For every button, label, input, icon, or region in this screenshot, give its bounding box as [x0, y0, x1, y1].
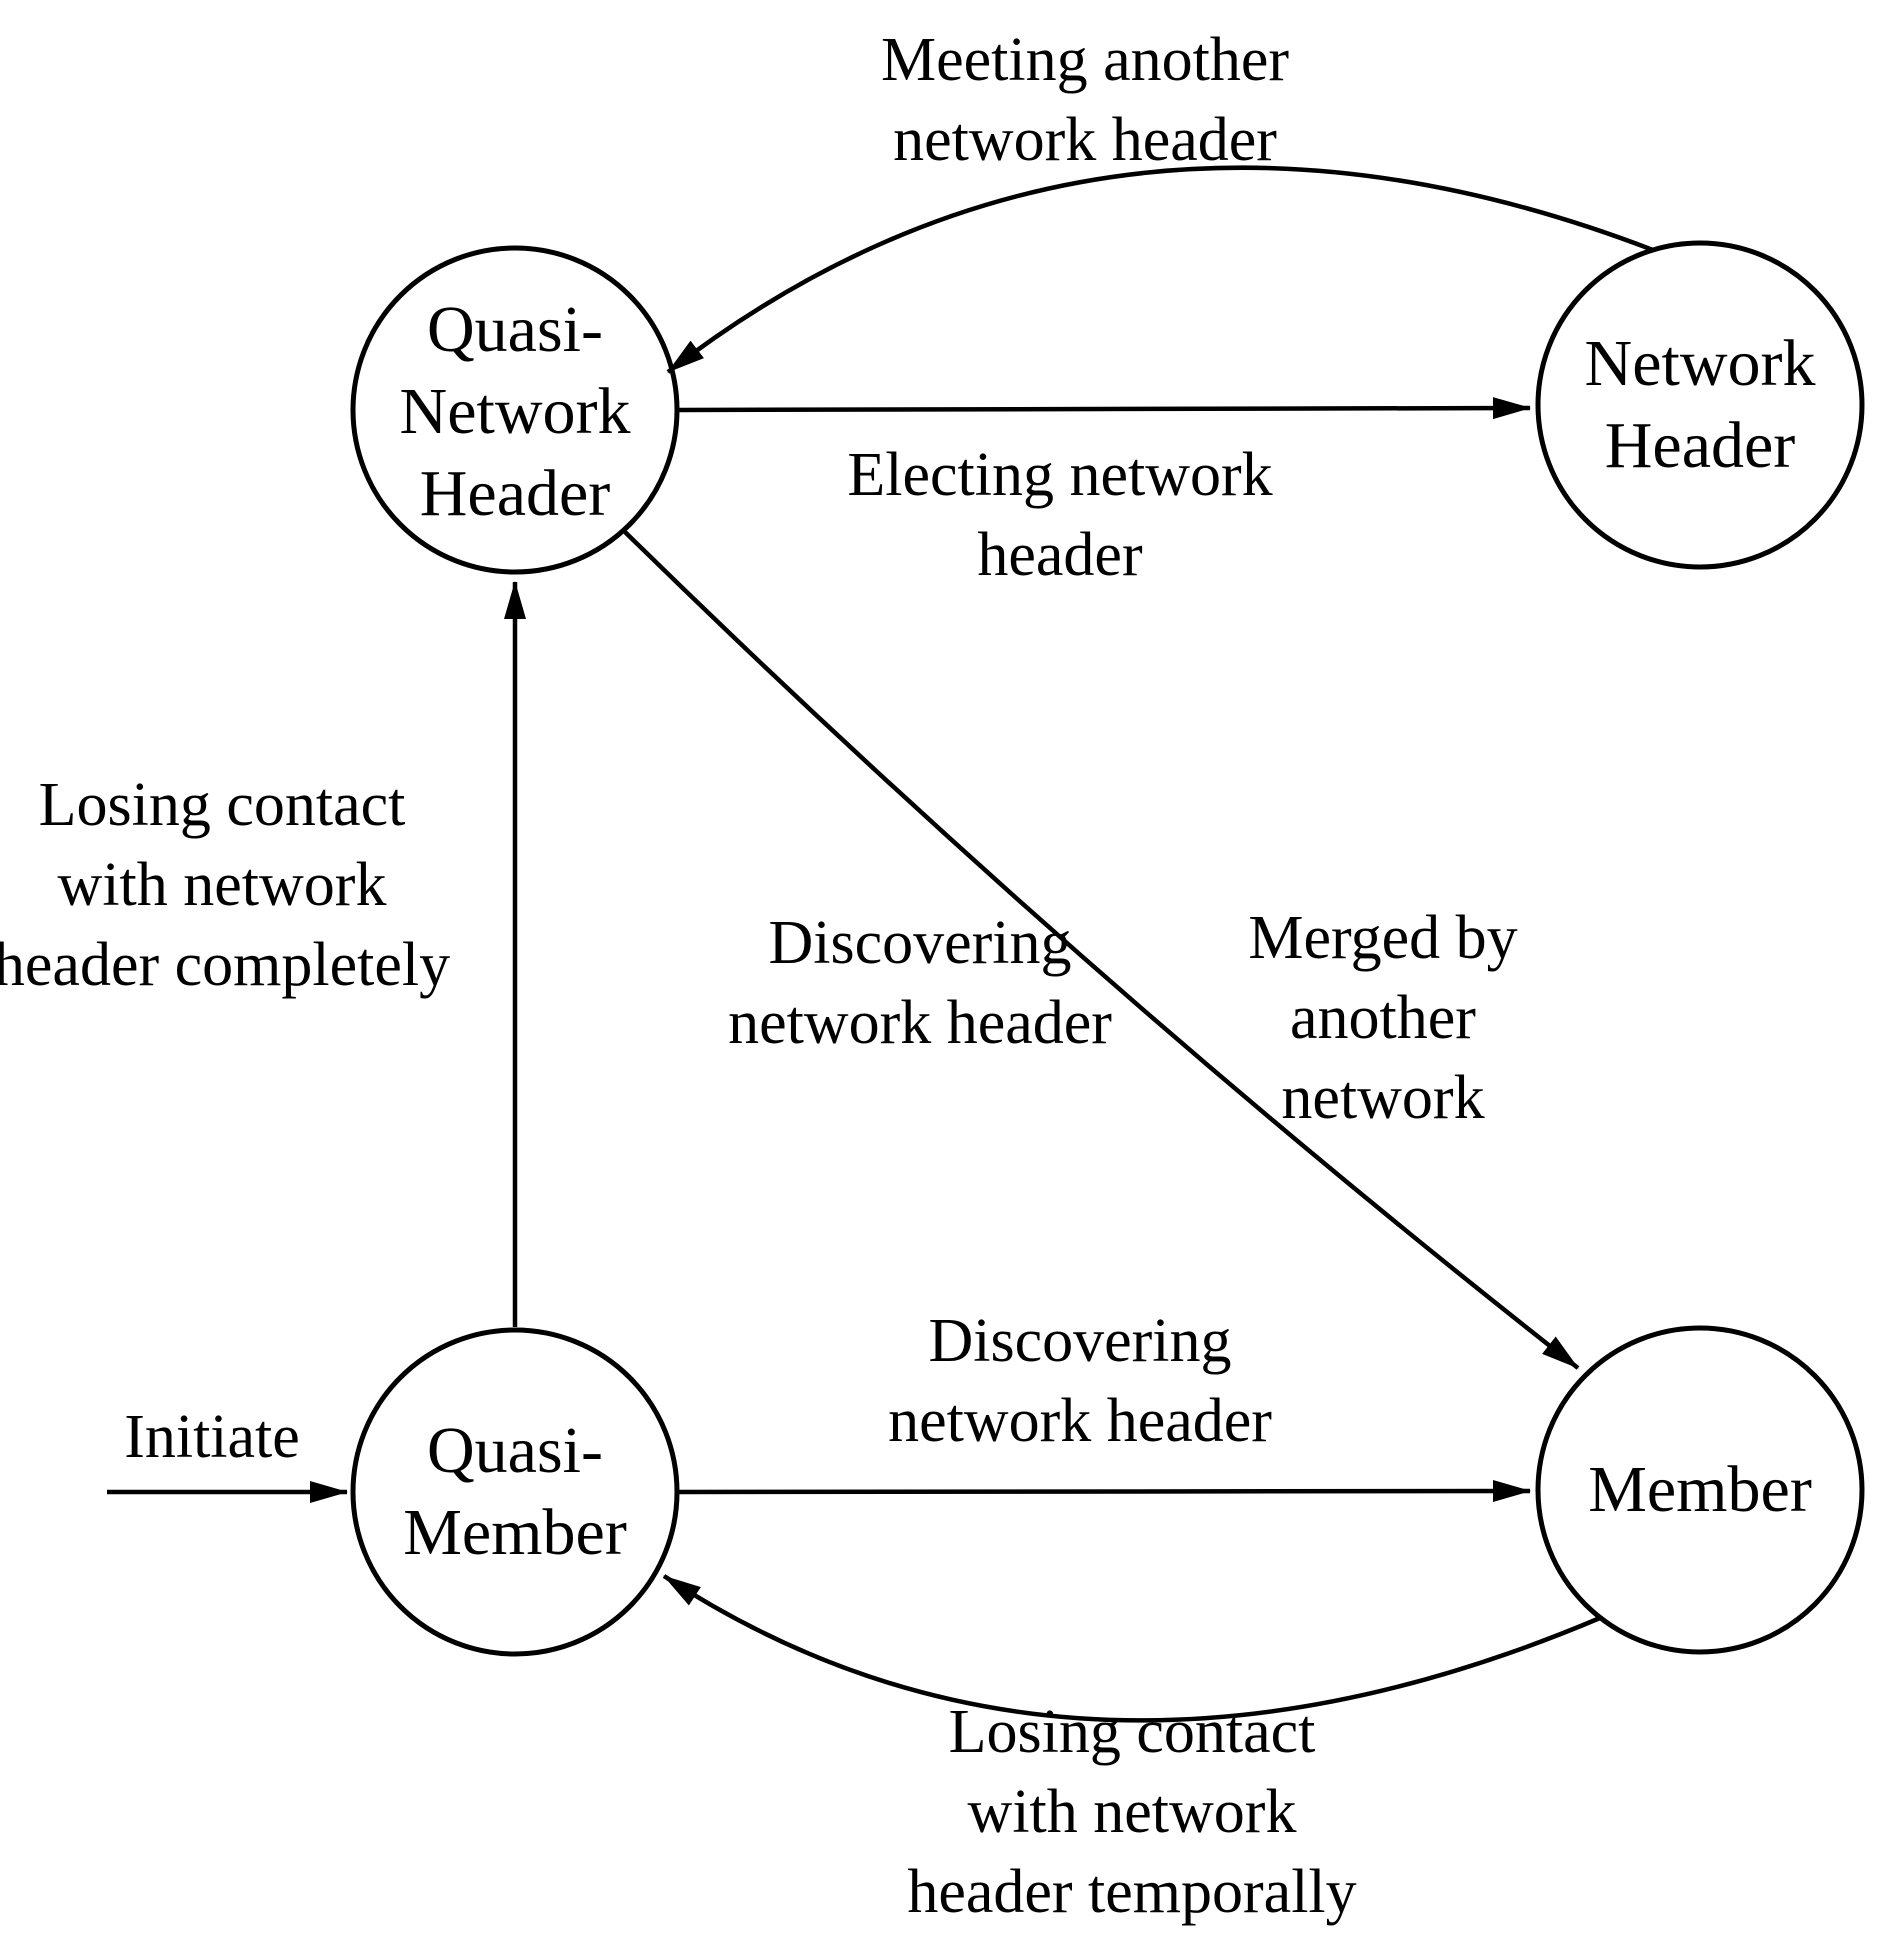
state-node-quasi-network-header — [350, 245, 680, 575]
edge-label-merged-by-another-network: Merged by another network — [1248, 904, 1518, 1132]
edge-label-losing-contact-temporally: Losing contact with network header tempo… — [907, 1698, 1357, 1926]
state-node-member — [1535, 1325, 1865, 1655]
edge-label-losing-contact-completely: Losing contact with network header compl… — [0, 771, 451, 999]
state-label-network-header: Network Header — [1584, 327, 1816, 482]
edge-meeting-another-network-header — [666, 165, 1654, 374]
edge-merged-by-another-network — [623, 530, 1580, 1370]
edge-label-electing-network-header: Electing network header — [847, 441, 1273, 589]
edge-discovering-network-header — [678, 1480, 1531, 1503]
state-label-quasi-network-header: Quasi- Network Header — [399, 293, 631, 530]
state-label-member: Member — [1588, 1453, 1812, 1526]
edge-losing-contact-temporally — [662, 1574, 1601, 1723]
state-node-network-header — [1535, 240, 1865, 570]
state-node-quasi-member — [350, 1327, 680, 1657]
edge-label-meeting-another-network-header: Meeting another network header — [880, 26, 1290, 174]
state-label-quasi-member: Quasi- Member — [403, 1414, 627, 1569]
edge-electing-network-header — [678, 397, 1531, 420]
edge-label-initiate: Initiate — [124, 1403, 300, 1471]
edge-label-discovering-network-header-bottom: Discovering network header — [888, 1307, 1272, 1455]
edge-label-discovering-network-header-mid: Discovering network header — [728, 909, 1112, 1057]
